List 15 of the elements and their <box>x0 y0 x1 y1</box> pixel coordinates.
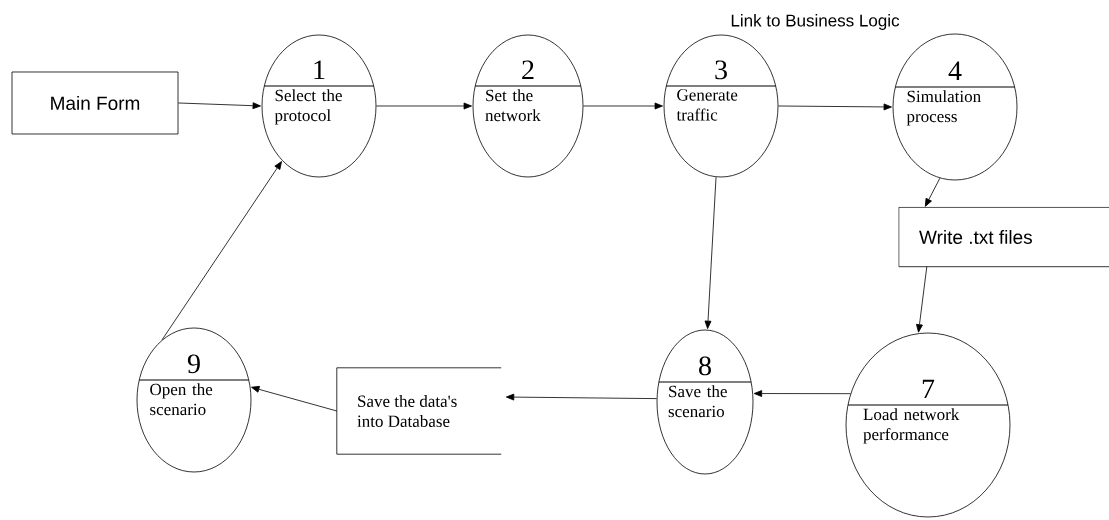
annotation: Link to Business Logic <box>731 14 900 30</box>
arrow <box>505 393 658 401</box>
data-store: Write .txt files <box>898 206 1109 268</box>
process-box: Main Form <box>11 71 179 135</box>
arrow <box>924 177 941 207</box>
arrow <box>704 176 717 329</box>
arrow <box>753 390 851 397</box>
arrow <box>583 102 663 110</box>
arrow <box>916 266 928 333</box>
arrow <box>376 102 472 110</box>
data-store: Save the data's into Database <box>336 367 502 455</box>
arrow <box>251 385 338 412</box>
arrow <box>178 102 261 110</box>
arrow <box>161 161 282 341</box>
arrow <box>778 103 892 111</box>
